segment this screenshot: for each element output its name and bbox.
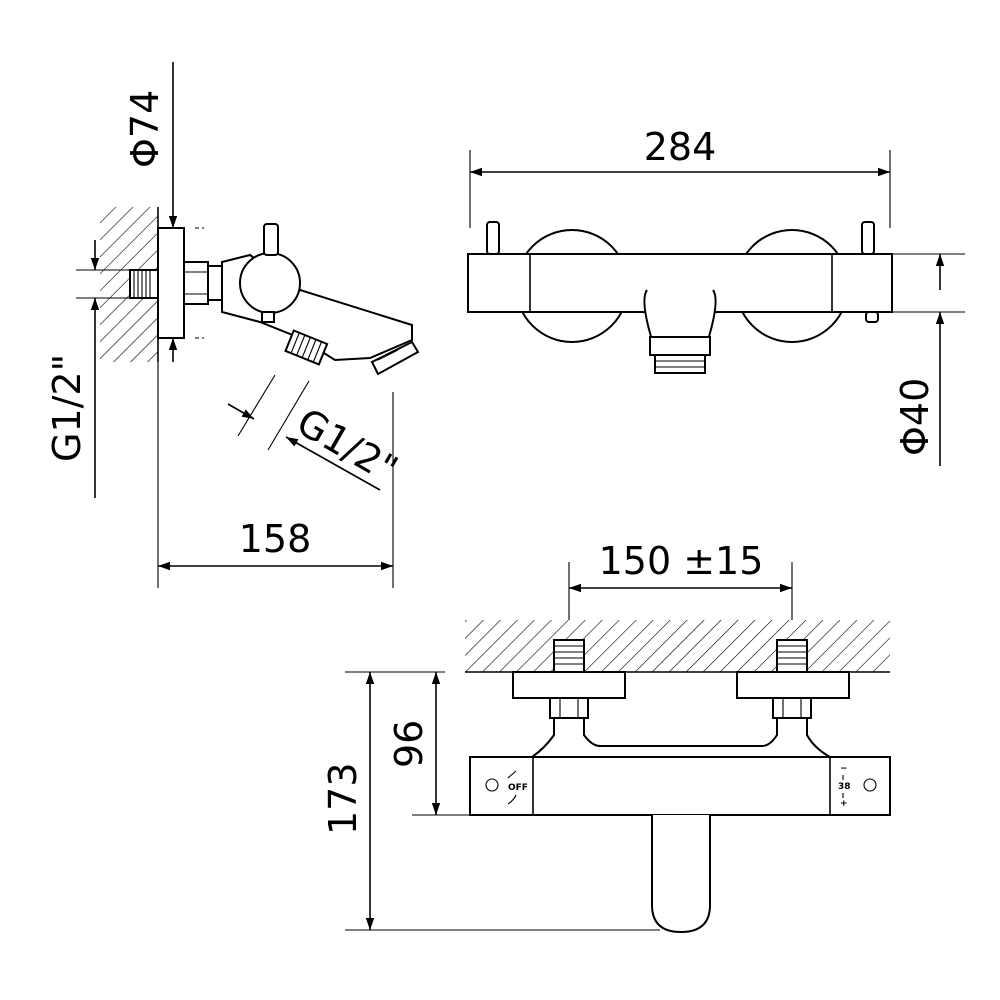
handle-off-label: OFF (508, 783, 528, 793)
wall-hatch-bottom (465, 620, 890, 672)
dim-thread-inlet: G1/2" (45, 354, 89, 462)
dim-height-173: 173 (321, 762, 365, 835)
handle-minus-label: − (840, 764, 848, 774)
top-view: OFF − 38 + 150 ±15 173 96 (321, 539, 891, 934)
dim-depth-158: 158 (239, 517, 312, 561)
dim-width-284: 284 (644, 125, 717, 169)
dim-diameter-74: Φ74 (123, 90, 167, 168)
front-view: 284 Φ40 (467, 125, 965, 466)
dim-height-96: 96 (387, 720, 431, 768)
dim-diameter-40: Φ40 (893, 378, 937, 456)
dim-thread-outlet: G1/2" (290, 400, 406, 492)
handle-plus-label: + (840, 799, 848, 809)
handle-temp-label: 38 (838, 782, 851, 792)
side-view: Φ74 G1/2" G1/2" 158 (45, 62, 420, 588)
dim-spacing-150: 150 ±15 (599, 539, 764, 583)
